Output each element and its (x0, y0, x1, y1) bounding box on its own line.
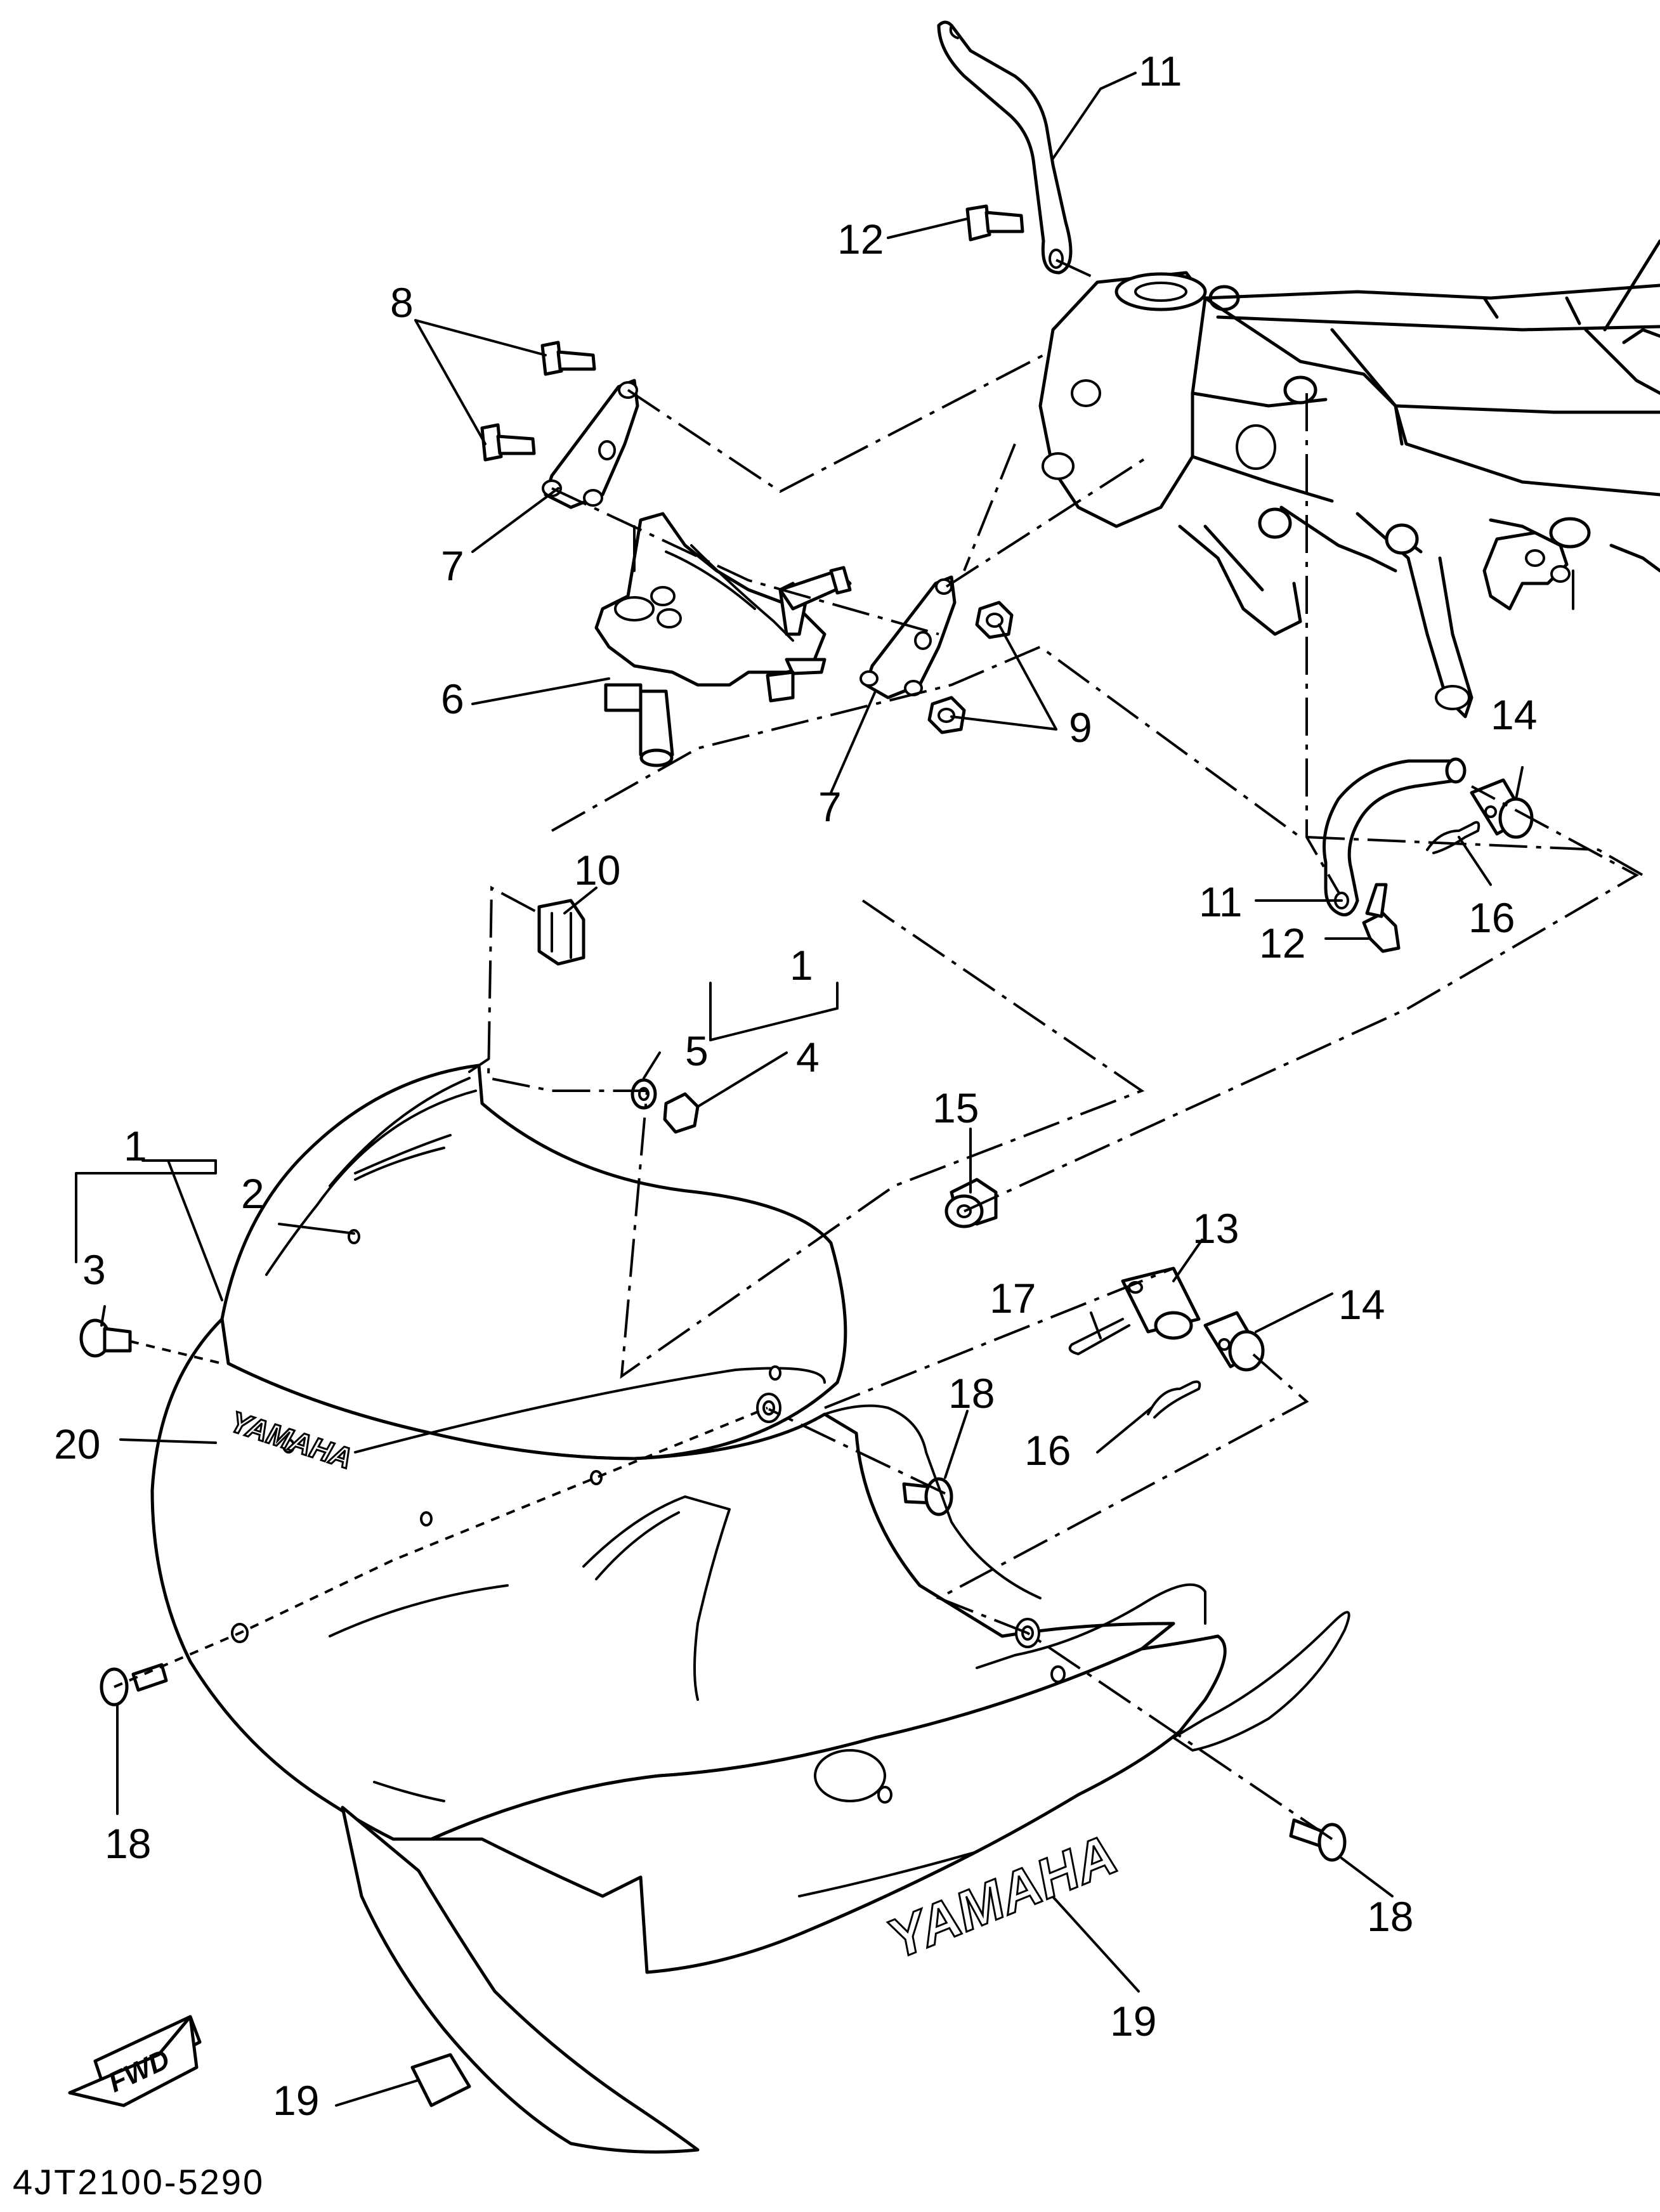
bolt-18-left (100, 1663, 168, 1707)
stay-11-lower (1323, 757, 1467, 916)
callout-leaders (75, 72, 1524, 2107)
callout-18-upper: 18 (948, 1370, 995, 1417)
callout-11-top: 11 (1139, 48, 1182, 94)
callout-8: 8 (390, 279, 414, 326)
callout-4: 4 (796, 1034, 820, 1081)
forward-direction-arrow: FWD (68, 2015, 202, 2107)
washer-5 (631, 1078, 657, 1110)
callout-19-side: 19 (1110, 1998, 1156, 2045)
callout-3: 3 (82, 1246, 106, 1293)
callout-14-upper: 14 (1491, 691, 1537, 738)
bolt-12-lower (1362, 883, 1401, 953)
under-cowling (341, 1583, 1350, 2154)
callout-9: 9 (1069, 704, 1092, 751)
clip-16-upper (1426, 821, 1480, 854)
grommet-15 (944, 1178, 998, 1228)
upper-cowling (150, 1317, 1175, 1841)
callout-2: 2 (241, 1170, 265, 1217)
callout-18-right: 18 (1367, 1893, 1413, 1940)
callout-numbers: 11 12 8 7 6 7 9 10 11 12 14 16 1 5 4 15 … (54, 48, 1537, 2124)
callout-19-lower: 19 (273, 2077, 319, 2124)
nuts-9 (927, 601, 1014, 734)
collar-14-lower (1203, 1311, 1265, 1372)
stay-bolt (965, 204, 1024, 242)
plate-7-lower (859, 575, 957, 699)
frame-main-spar (1203, 239, 1660, 573)
callout-17: 17 (990, 1275, 1036, 1322)
callout-20: 20 (54, 1421, 100, 1467)
callout-5: 5 (685, 1027, 709, 1074)
collar-14-upper (1470, 778, 1534, 839)
callout-12-top: 12 (837, 216, 884, 263)
frame-cross-member (1482, 517, 1591, 611)
nut-4 (663, 1092, 700, 1134)
callout-16-upper: 16 (1468, 894, 1515, 941)
frame-head-pipe (1038, 271, 1474, 719)
stay-bracket (937, 20, 1073, 275)
callout-11-lower: 11 (1199, 878, 1243, 925)
callout-1-set: 1 (790, 942, 813, 989)
alignment-lines (114, 259, 1644, 1840)
callout-6: 6 (441, 675, 464, 722)
bolt-3 (79, 1318, 132, 1358)
callout-16-lower: 16 (1024, 1427, 1071, 1474)
headlight-bracket-6 (594, 512, 852, 767)
plate-7-upper (542, 379, 639, 509)
bolt-18-right (1289, 1818, 1347, 1862)
callout-12-lower: 12 (1259, 920, 1305, 966)
clip-16-lower (1147, 1380, 1201, 1419)
callout-1-shield: 1 (124, 1122, 147, 1169)
callout-7-upper: 7 (441, 542, 464, 589)
callout-10: 10 (574, 847, 620, 894)
bolts-8 (480, 341, 596, 462)
diagram-code: 4JT2100-5290 (13, 2162, 265, 2202)
callout-14-lower: 14 (1338, 1281, 1385, 1328)
callout-13: 13 (1193, 1205, 1239, 1252)
callout-15: 15 (932, 1084, 979, 1131)
callout-18-left: 18 (105, 1820, 151, 1867)
clip-10 (537, 899, 585, 966)
pin-13 (1121, 1266, 1201, 1340)
callout-7-lower: 7 (818, 783, 842, 830)
